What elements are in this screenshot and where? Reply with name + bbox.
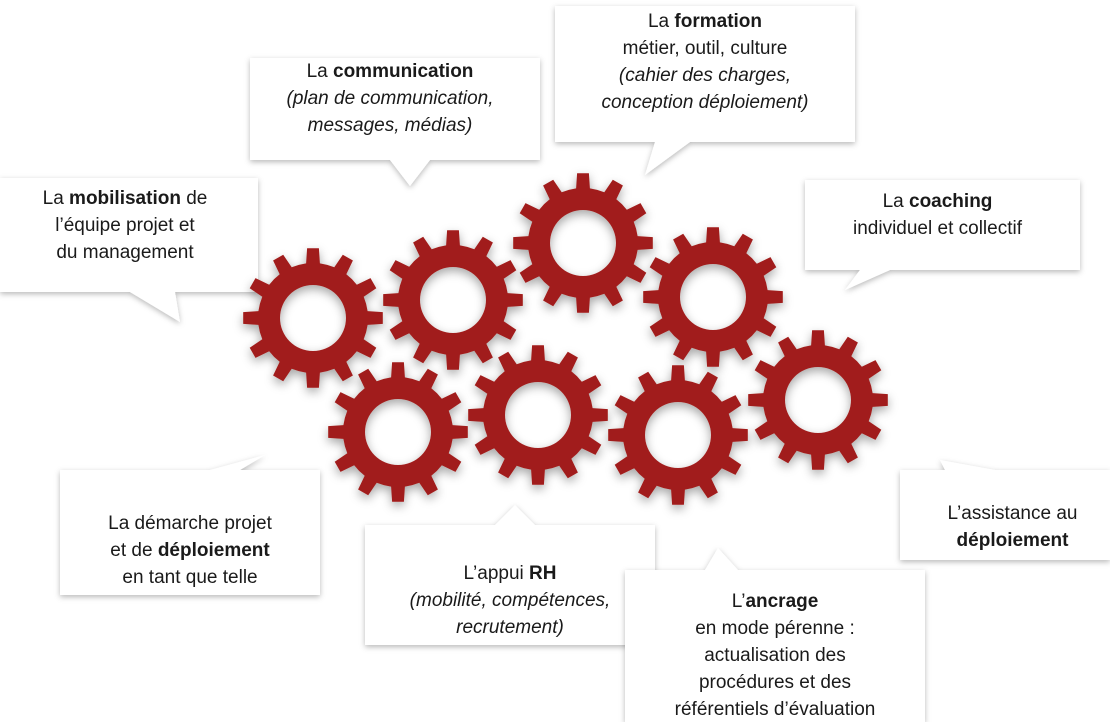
bubble-appui-rh [365,505,655,645]
gear-7 [468,345,608,485]
bubble-coaching [805,180,1080,290]
bubble-assistance [900,460,1110,560]
speech-bubbles [0,6,1110,722]
gear-8 [328,362,468,502]
gear-4 [643,227,783,367]
label-demarche: La démarche projet et de déploiement en … [108,513,272,588]
bubble-formation [555,6,855,175]
label-ancrage: L’ancrage en mode pérenne : actualisatio… [674,591,876,720]
label-communication: La communication (plan de communication,… [286,61,494,136]
gear-1 [513,173,653,313]
gear-5 [748,330,888,470]
label-coaching: La coaching individuel et collectif [853,191,1022,239]
gear-cluster [243,173,888,505]
gear-6 [608,365,748,505]
label-mobilisation: La mobilisation de l’équipe projet et du… [42,188,208,263]
bubble-mobilisation [0,178,258,322]
label-assistance: L’assistance au déploiement [947,503,1078,551]
label-appui-rh: L’appui RH (mobilité, compétences, recru… [409,563,611,638]
label-formation: La formation métier, outil, culture (cah… [601,11,809,113]
bubble-demarche [60,455,320,595]
gear-2 [383,230,523,370]
bubble-ancrage [625,548,925,722]
gear-3 [243,248,383,388]
bubble-communication [250,58,540,186]
